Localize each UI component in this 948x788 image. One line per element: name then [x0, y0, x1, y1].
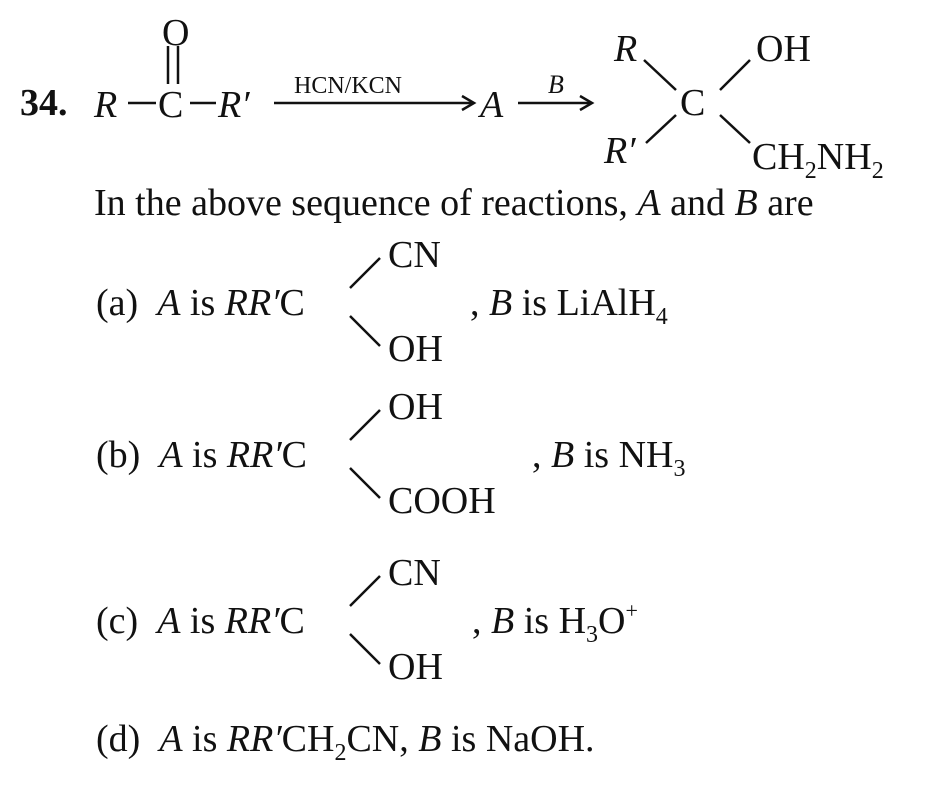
product-bond-r [643, 59, 677, 91]
option-c-text: (c) A is RR′C [96, 600, 305, 642]
option-b-bottom-group: COOH [388, 480, 496, 522]
reagent-hcn-kcn: HCN/KCN [294, 73, 403, 99]
option-a-bottom-group: OH [388, 328, 443, 370]
option-b-text: (b) A is RR′C [96, 434, 307, 476]
question-number: 34. [20, 82, 68, 124]
product-bond-oh [719, 59, 751, 91]
option-c-bond-bottom [349, 633, 381, 665]
intermediate-a: A [480, 84, 504, 126]
product-ch2nh2: CH2NH2 [752, 136, 884, 184]
product-rprime: R′ [604, 130, 636, 172]
option-c-top-group: CN [388, 552, 441, 594]
option-b-bond-top [349, 409, 381, 441]
option-c-bottom-group: OH [388, 646, 443, 688]
option-a-reagent: , B is LiAlH4 [470, 282, 668, 330]
option-a-text: (a) A is RR′C [96, 282, 305, 324]
product-carbon: C [680, 82, 706, 124]
reactant-r: R [94, 84, 118, 126]
option-a-bond-top [349, 257, 381, 289]
reagent-b: B [548, 70, 564, 99]
reactant-carbon: C [158, 84, 184, 126]
option-b-top-group: OH [388, 386, 443, 428]
product-oh: OH [756, 28, 811, 70]
option-b-bond-bottom [349, 467, 381, 499]
option-b-reagent: , B is NH3 [532, 434, 686, 482]
product-bond-rprime [645, 114, 677, 144]
product-r: R [614, 28, 638, 70]
reaction-arrow-2-head [579, 94, 595, 112]
option-a-bond-bottom [349, 315, 381, 347]
reaction-arrow-1-head [461, 94, 477, 112]
option-c-reagent: , B is H3O+ [472, 598, 638, 648]
option-c-bond-top [349, 575, 381, 607]
question-stem: In the above sequence of reactions, A an… [94, 182, 814, 224]
option-d-text: (d) A is RR′CH2CN, B is NaOH. [96, 718, 595, 766]
option-a-top-group: CN [388, 234, 441, 276]
product-bond-ch2nh2 [719, 114, 751, 144]
reactant-rprime: R′ [218, 84, 250, 126]
reactant-oxygen: O [162, 12, 190, 54]
